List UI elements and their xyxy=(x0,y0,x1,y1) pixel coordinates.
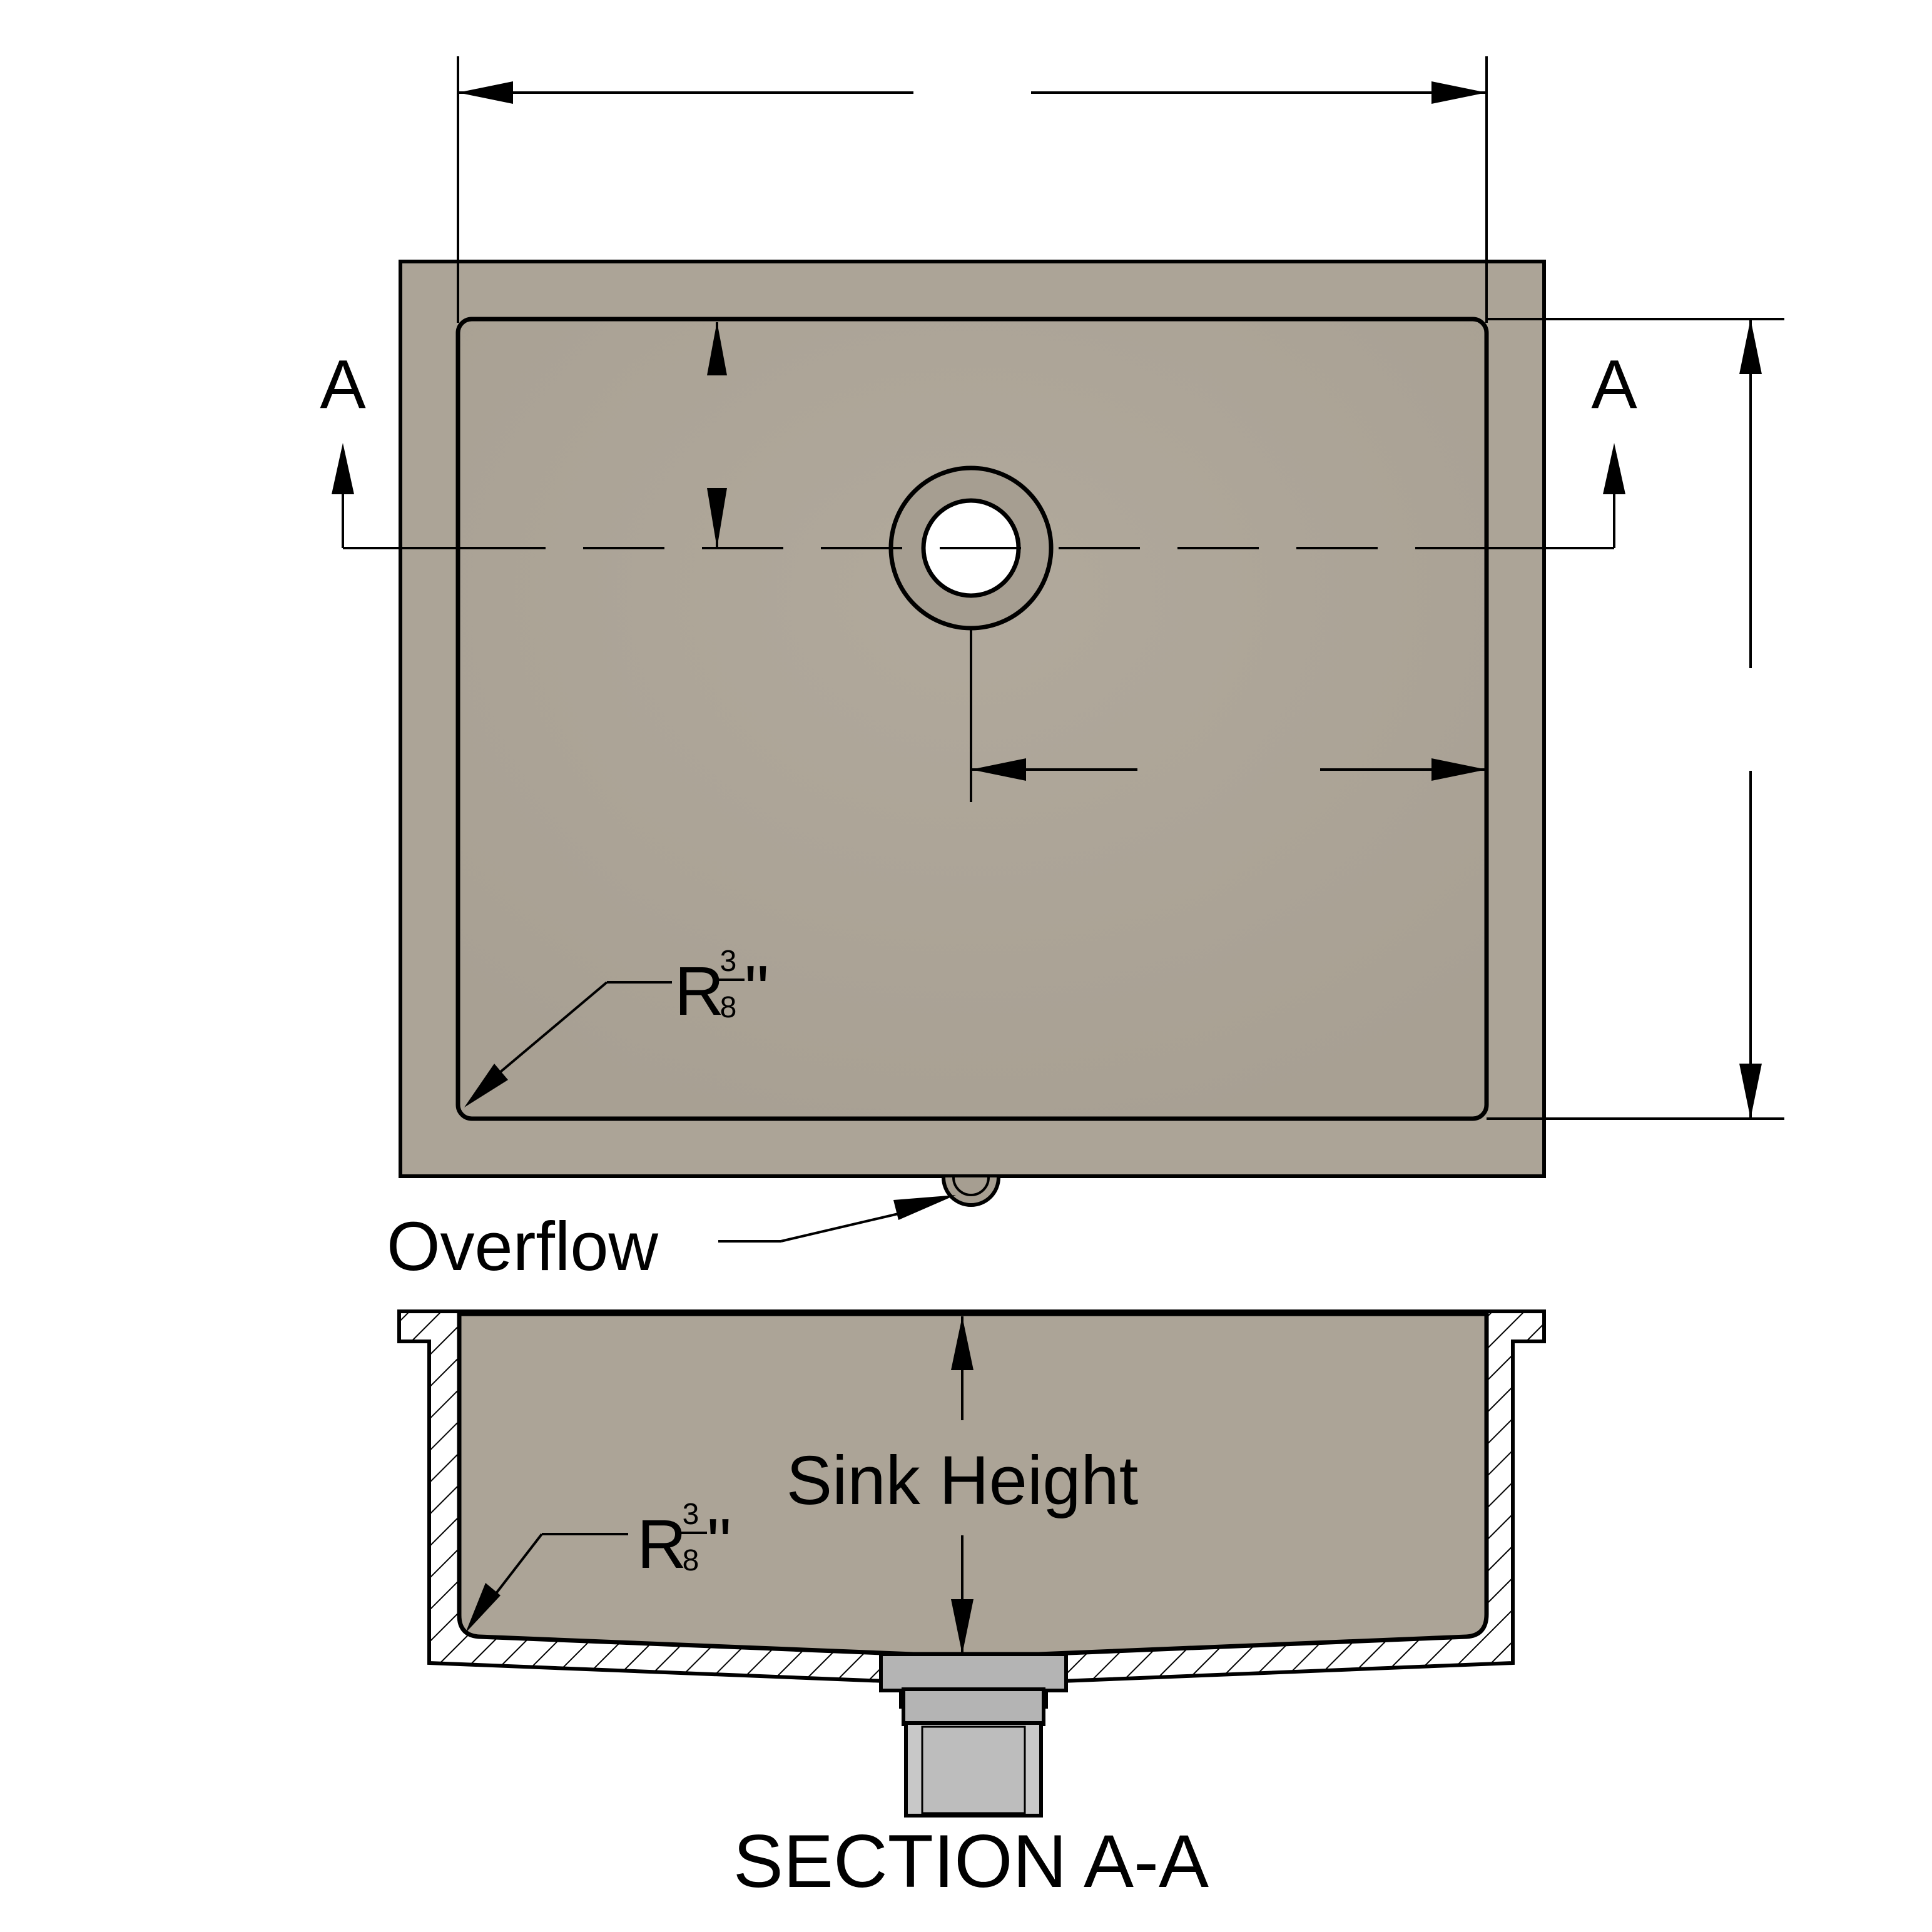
drain-back-arrow-bottom xyxy=(707,488,727,548)
width-arrow-left xyxy=(458,81,513,104)
section-drain-body xyxy=(879,1652,1068,1818)
section-view: Sink Height R 3 8 " SECTION A-A xyxy=(397,1309,1546,1903)
plan-view: A A R 3 8 " Overflow xyxy=(320,56,1784,1285)
svg-text:R: R xyxy=(637,1506,686,1583)
overflow-arrow xyxy=(893,1195,956,1220)
overflow-fitting xyxy=(942,1177,1000,1207)
svg-text:": " xyxy=(707,1505,731,1582)
section-arrow-right xyxy=(1603,443,1625,494)
radius-arrow-section xyxy=(465,1583,501,1633)
drain-back-arrow-top xyxy=(707,322,727,375)
svg-text:R: R xyxy=(674,953,724,1030)
section-mark-left: A xyxy=(320,346,366,423)
radius-label-section: R 3 8 " xyxy=(637,1498,731,1583)
svg-text:8: 8 xyxy=(720,991,737,1024)
section-arrow-left xyxy=(332,443,354,494)
section-mark-right: A xyxy=(1591,346,1637,423)
radius-label-plan: R 3 8 " xyxy=(674,945,769,1030)
depth-arrow-bottom xyxy=(1739,1064,1762,1119)
width-arrow-right xyxy=(1431,81,1487,104)
drain-side-arrow-left xyxy=(971,758,1026,781)
svg-text:8: 8 xyxy=(683,1544,699,1577)
width-dimension xyxy=(457,56,1488,323)
svg-text:3: 3 xyxy=(683,1498,699,1531)
sink-height-label: Sink Height xyxy=(786,1442,1139,1519)
section-title: SECTION A-A xyxy=(733,1819,1209,1903)
sink-height-arrow-top xyxy=(951,1316,974,1370)
depth-arrow-top xyxy=(1739,319,1762,374)
radius-callout-plan xyxy=(487,981,672,1084)
radius-arrow-plan xyxy=(464,1064,508,1107)
overflow-label: Overflow xyxy=(387,1208,659,1285)
drain-side-arrow-right xyxy=(1431,758,1487,781)
sink-height-arrow-bottom xyxy=(951,1599,974,1654)
svg-text:3: 3 xyxy=(720,945,737,978)
svg-text:": " xyxy=(745,952,769,1029)
overflow-leader xyxy=(718,1208,920,1243)
depth-dimension xyxy=(1487,318,1784,1120)
